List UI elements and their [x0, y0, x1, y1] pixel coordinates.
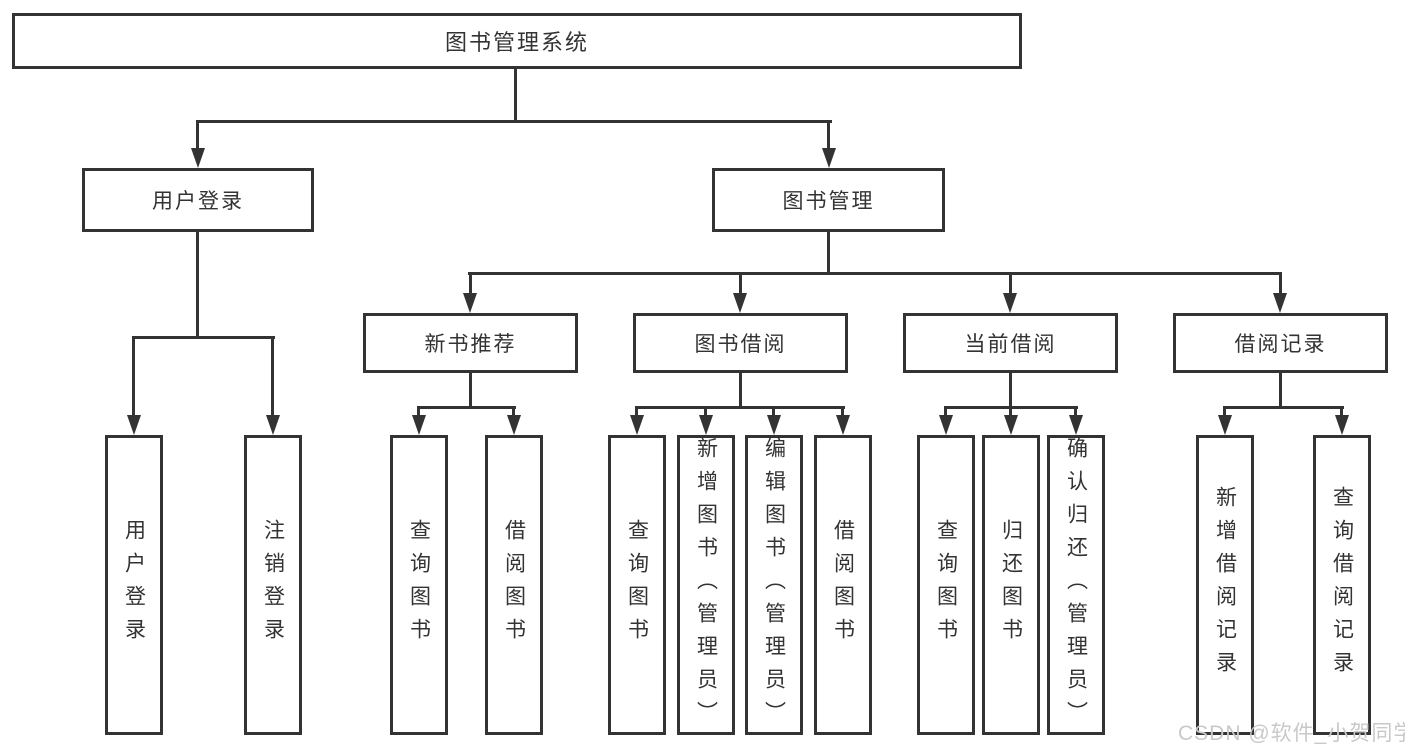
- leaf-query-books-borrow: 查询图书: [608, 435, 666, 735]
- csdn-watermark: CSDN @软件_小贺同学: [1178, 722, 1405, 745]
- connector-line: [469, 272, 472, 295]
- leaf-add-book-admin: 新增图书（管理员）: [677, 435, 735, 735]
- connector-line: [196, 120, 832, 123]
- leaf-query-books-newbook: 查询图书: [390, 435, 448, 735]
- connector-line: [1009, 373, 1012, 409]
- node-book-borrow: 图书借阅: [633, 313, 848, 373]
- connector-line: [739, 373, 742, 409]
- arrowhead-down-icon: [630, 415, 644, 435]
- node-book-borrow-label: 图书借阅: [694, 333, 787, 356]
- node-book-management: 图书管理: [712, 168, 945, 232]
- leaf-query-borrow-record-label: 查询借阅记录: [1330, 486, 1354, 684]
- connector-line: [132, 336, 135, 417]
- leaf-return-book-label: 归还图书: [999, 519, 1023, 651]
- arrowhead-down-icon: [507, 415, 521, 435]
- arrowhead-down-icon: [463, 293, 477, 313]
- node-book-management-label: 图书管理: [782, 190, 875, 213]
- leaf-borrow-books-borrow: 借阅图书: [814, 435, 872, 735]
- leaf-borrow-books-borrow-label: 借阅图书: [831, 519, 855, 651]
- connector-line: [827, 120, 830, 150]
- connector-line: [841, 406, 844, 417]
- arrowhead-down-icon: [127, 415, 141, 435]
- connector-line: [417, 406, 420, 417]
- arrowhead-down-icon: [1003, 293, 1017, 313]
- connector-line: [417, 406, 516, 409]
- leaf-borrow-books-newbook-label: 借阅图书: [502, 519, 526, 651]
- leaf-query-books-current-label: 查询图书: [934, 519, 958, 651]
- leaf-query-books-borrow-label: 查询图书: [625, 519, 649, 651]
- connector-line: [1279, 272, 1282, 295]
- arrowhead-down-icon: [767, 415, 781, 435]
- connector-line: [1223, 406, 1226, 417]
- node-new-book-recommend: 新书推荐: [363, 313, 578, 373]
- arrowhead-down-icon: [1004, 415, 1018, 435]
- leaf-add-book-admin-label: 新增图书（管理员）: [694, 436, 718, 734]
- connector-line: [1009, 406, 1012, 417]
- leaf-query-books-current: 查询图书: [917, 435, 975, 735]
- node-new-book-recommend-label: 新书推荐: [424, 333, 517, 356]
- leaf-add-borrow-record: 新增借阅记录: [1196, 435, 1254, 735]
- connector-line: [196, 232, 199, 339]
- arrowhead-down-icon: [1335, 415, 1349, 435]
- node-user-login: 用户登录: [82, 168, 314, 232]
- node-root: 图书管理系统: [12, 13, 1022, 69]
- leaf-return-book: 归还图书: [982, 435, 1040, 735]
- connector-line: [1074, 406, 1077, 417]
- leaf-add-borrow-record-label: 新增借阅记录: [1213, 486, 1237, 684]
- leaf-logout: 注销登录: [244, 435, 302, 735]
- arrowhead-down-icon: [1069, 415, 1083, 435]
- connector-line: [1340, 406, 1343, 417]
- arrowhead-down-icon: [266, 415, 280, 435]
- leaf-logout-label: 注销登录: [261, 519, 285, 651]
- arrowhead-down-icon: [733, 293, 747, 313]
- arrowhead-down-icon: [822, 148, 836, 168]
- leaf-confirm-return-admin: 确认归还（管理员）: [1047, 435, 1105, 735]
- connector-line: [1009, 272, 1012, 295]
- connector-line: [944, 406, 947, 417]
- node-current-borrow: 当前借阅: [903, 313, 1118, 373]
- connector-line: [469, 373, 472, 409]
- connector-line: [271, 336, 274, 417]
- node-current-borrow-label: 当前借阅: [964, 333, 1057, 356]
- leaf-query-books-newbook-label: 查询图书: [407, 519, 431, 651]
- arrowhead-down-icon: [939, 415, 953, 435]
- connector-line: [512, 406, 515, 417]
- leaf-user-login: 用户登录: [105, 435, 163, 735]
- connector-line: [468, 272, 1282, 275]
- connector-line: [1279, 373, 1282, 409]
- arrowhead-down-icon: [412, 415, 426, 435]
- arrowhead-down-icon: [699, 415, 713, 435]
- leaf-query-borrow-record: 查询借阅记录: [1313, 435, 1371, 735]
- connector-line: [132, 336, 275, 339]
- leaf-user-login-label: 用户登录: [122, 519, 146, 651]
- leaf-borrow-books-newbook: 借阅图书: [485, 435, 543, 735]
- connector-line: [704, 406, 707, 417]
- connector-line: [196, 120, 199, 150]
- connector-line: [635, 406, 638, 417]
- arrowhead-down-icon: [1218, 415, 1232, 435]
- node-root-label: 图书管理系统: [444, 30, 589, 55]
- connector-line: [514, 69, 517, 122]
- leaf-edit-book-admin: 编辑图书（管理员）: [745, 435, 803, 735]
- arrowhead-down-icon: [191, 148, 205, 168]
- leaf-edit-book-admin-label: 编辑图书（管理员）: [762, 436, 786, 734]
- connector-line: [827, 232, 830, 275]
- node-user-login-label: 用户登录: [152, 190, 244, 213]
- arrowhead-down-icon: [836, 415, 850, 435]
- leaf-confirm-return-admin-label: 确认归还（管理员）: [1064, 436, 1088, 734]
- connector-line: [739, 272, 742, 295]
- node-borrow-records-label: 借阅记录: [1234, 333, 1327, 356]
- connector-line: [635, 406, 845, 409]
- connector-line: [772, 406, 775, 417]
- node-borrow-records: 借阅记录: [1173, 313, 1388, 373]
- connector-line: [1223, 406, 1344, 409]
- arrowhead-down-icon: [1273, 293, 1287, 313]
